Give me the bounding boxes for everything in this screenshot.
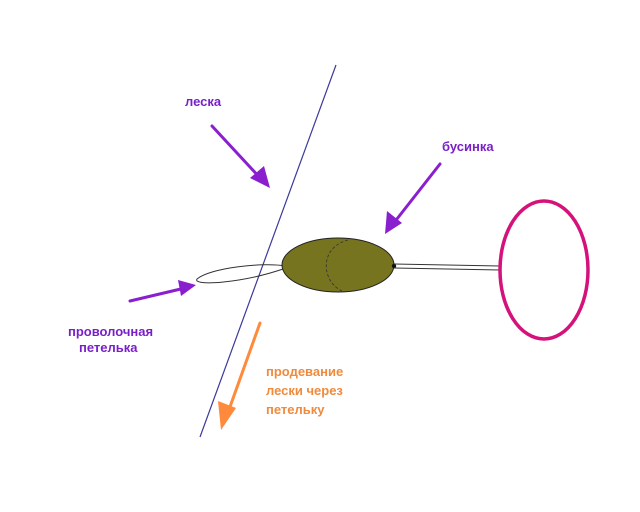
ring — [498, 199, 590, 341]
wire-stem — [393, 263, 501, 271]
bead — [281, 237, 395, 293]
threading-arrow — [218, 321, 262, 430]
bead-hole-dashed-line — [325, 239, 349, 292]
label-threading-line1: продевание — [266, 364, 343, 379]
label-threading-line2: лески через — [266, 383, 343, 398]
arrow-to-line — [210, 124, 270, 188]
label-wire-loop-line1: проволочная — [68, 324, 153, 339]
bead-hole-dot — [391, 263, 397, 269]
label-bead: бусинка — [442, 139, 494, 154]
fishing-line — [199, 64, 337, 438]
label-threading-line3: петельку — [266, 402, 325, 417]
arrow-to-wire-loop — [128, 280, 196, 303]
arrow-to-bead — [385, 162, 442, 234]
label-line: леска — [185, 94, 222, 109]
label-wire-loop-line2: петелька — [79, 340, 138, 355]
wire-loop — [196, 264, 287, 284]
